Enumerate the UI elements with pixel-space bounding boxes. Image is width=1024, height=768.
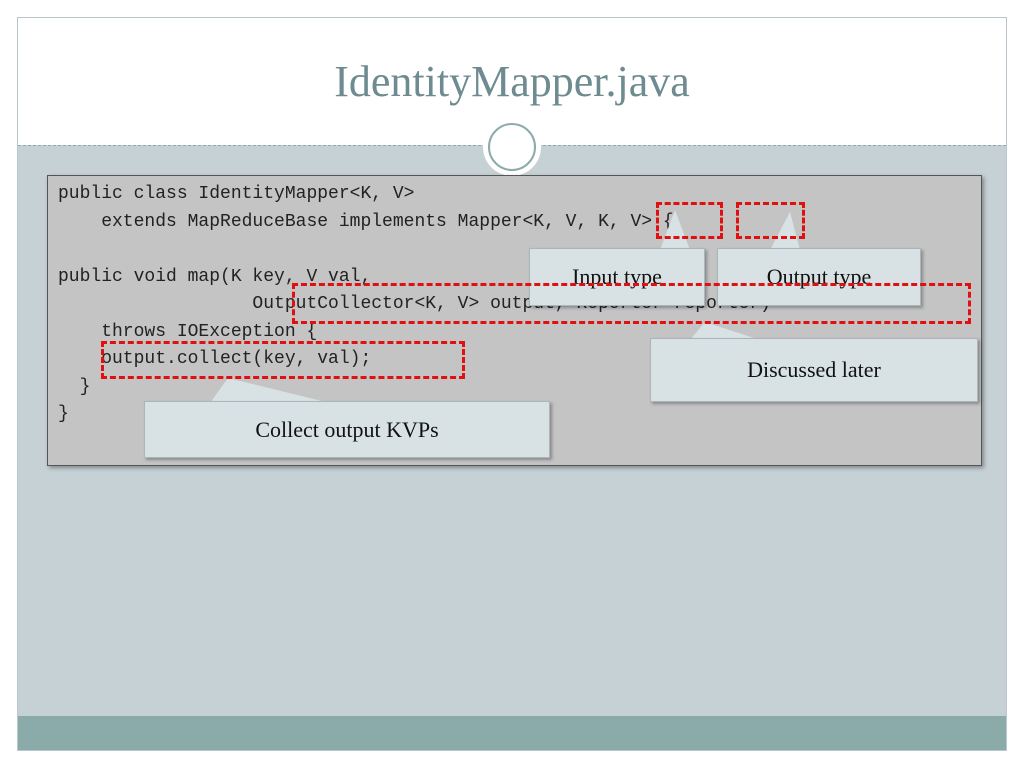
code-line-7: } bbox=[58, 377, 91, 397]
slide-title: IdentityMapper.java bbox=[334, 57, 690, 106]
code-line-6: output.collect(key, val); bbox=[58, 349, 372, 369]
slide-footer-bar bbox=[18, 716, 1006, 750]
code-line-8: } bbox=[58, 404, 69, 424]
code-line-5: throws IOException { bbox=[58, 322, 318, 342]
discussed-later-callout: Discussed later bbox=[650, 338, 978, 402]
circle-icon bbox=[488, 123, 536, 171]
output-type-callout: Output type bbox=[717, 248, 921, 306]
title-circle-ornament bbox=[483, 118, 541, 176]
code-line-1: public class IdentityMapper<K, V> bbox=[58, 184, 415, 204]
input-type-callout: Input type bbox=[529, 248, 705, 306]
code-line-3: public void map(K key, V val, bbox=[58, 267, 372, 287]
code-line-2: extends MapReduceBase implements Mapper<… bbox=[58, 212, 674, 232]
collect-output-callout: Collect output KVPs bbox=[144, 401, 550, 458]
